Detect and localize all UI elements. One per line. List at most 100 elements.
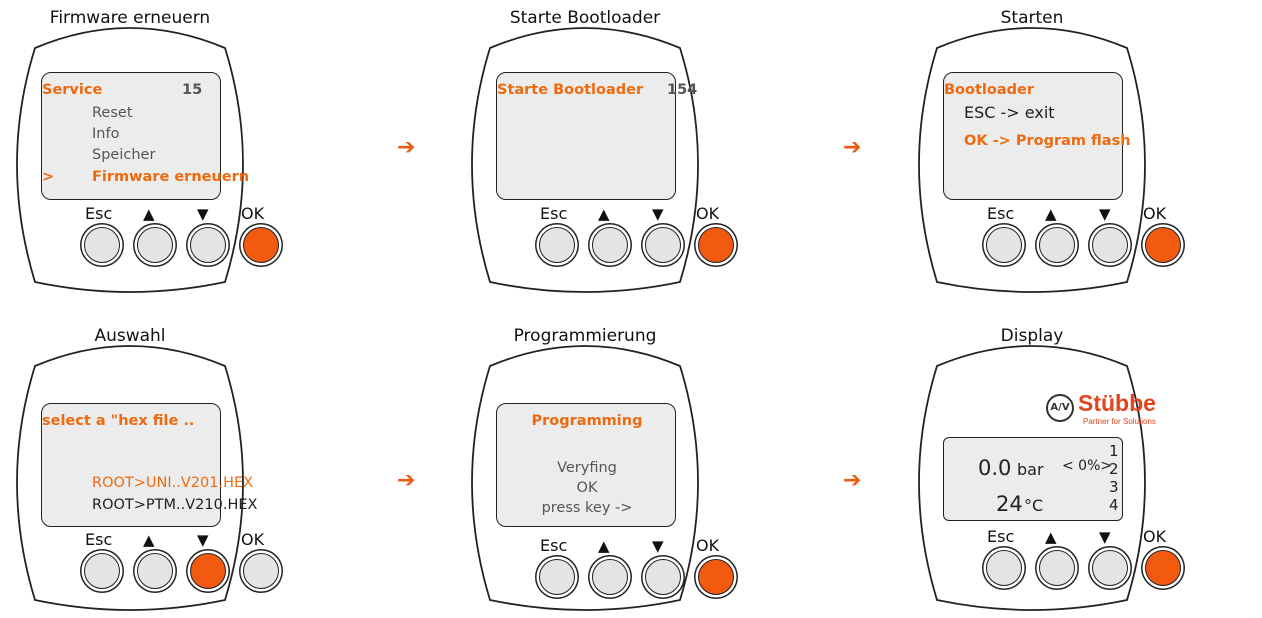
panel-programmierung: Programmierung Programming Veryfing OK p… [460, 318, 734, 611]
panel-title: Starte Bootloader [509, 8, 661, 28]
screen-code: 154 [667, 82, 698, 98]
ok-button[interactable] [698, 227, 734, 263]
up-button[interactable] [592, 559, 628, 595]
esc-button[interactable] [986, 550, 1022, 586]
flow-arrow: ➔ [843, 135, 862, 160]
esc-label: Esc [85, 530, 113, 549]
down-label: ▼ [1099, 528, 1111, 546]
ok-label: OK [241, 530, 265, 549]
device-screen: Programming Veryfing OK press key -> [496, 403, 676, 527]
down-button[interactable] [190, 227, 226, 263]
menu-item-reset: Reset [92, 105, 133, 121]
down-button[interactable] [190, 553, 226, 589]
esc-button[interactable] [84, 553, 120, 589]
device-screen: select a "hex file .. ROOT>UNI..V201.HEX… [41, 403, 257, 527]
screen-line-ok: OK [576, 480, 598, 496]
up-label: ▲ [598, 537, 610, 555]
esc-label: Esc [85, 204, 113, 223]
screen-line-exit: ESC -> exit [964, 103, 1055, 122]
panel-display: Display A/V Stübbe Partner for Solutions… [907, 318, 1181, 611]
flow-arrow: ➔ [397, 135, 416, 160]
ok-button[interactable] [698, 559, 734, 595]
brand-name: Stübbe [1078, 390, 1156, 416]
esc-button[interactable] [539, 227, 575, 263]
file-option-selected: ROOT>UNI..V201.HEX [92, 475, 254, 491]
up-label: ▲ [1045, 528, 1057, 546]
esc-button[interactable] [539, 559, 575, 595]
esc-label: Esc [540, 204, 568, 223]
down-label: ▼ [197, 205, 209, 223]
panel-title: Programmierung [513, 326, 657, 346]
screen-header: Service [42, 82, 103, 98]
panel-title: Starten [1000, 8, 1064, 28]
screen-code: 15 [182, 82, 203, 98]
up-button[interactable] [592, 227, 628, 263]
down-button[interactable] [645, 559, 681, 595]
panel-starte-bootloader: Starte Bootloader Starte Bootloader 154 … [460, 0, 734, 293]
flow-arrow: ➔ [397, 468, 416, 493]
ok-button[interactable] [1145, 550, 1181, 586]
up-label: ▲ [143, 205, 155, 223]
screen-line-program-flash: OK -> Program flash [964, 133, 1131, 149]
file-option: ROOT>PTM..V210.HEX [92, 497, 258, 513]
screen-header: Starte Bootloader [497, 82, 644, 98]
ok-label: OK [1143, 204, 1167, 223]
down-button[interactable] [1092, 227, 1128, 263]
ok-button[interactable] [243, 227, 279, 263]
panel-title: Display [1000, 326, 1064, 346]
screen-line-verifying: Veryfing [557, 460, 617, 476]
menu-cursor: > [42, 169, 55, 185]
ok-label: OK [241, 204, 265, 223]
screen-header: Bootloader [944, 82, 1034, 98]
percent-value: < 0%> [1062, 458, 1113, 474]
ok-label: OK [696, 536, 720, 555]
pressure-unit: bar [1017, 460, 1044, 479]
ok-label: OK [1143, 527, 1167, 546]
menu-item-firmware-erneuern: Firmware erneuern [92, 169, 250, 185]
channel-number: 4 [1109, 496, 1119, 514]
menu-item-info: Info [92, 126, 120, 142]
channel-number: 2 [1109, 460, 1119, 478]
up-label: ▲ [598, 205, 610, 223]
down-label: ▼ [197, 531, 209, 549]
up-button[interactable] [1039, 550, 1075, 586]
device-screen: Bootloader ESC -> exit OK -> Program fla… [943, 72, 1131, 200]
up-button[interactable] [137, 227, 173, 263]
down-label: ▼ [1099, 205, 1111, 223]
down-label: ▼ [652, 205, 664, 223]
esc-label: Esc [987, 527, 1015, 546]
panel-auswahl: Auswahl select a "hex file .. ROOT>UNI..… [5, 318, 279, 611]
channel-number: 3 [1109, 478, 1119, 496]
menu-item-speicher: Speicher [92, 147, 156, 163]
brand-tagline: Partner for Solutions [1083, 417, 1156, 426]
esc-label: Esc [987, 204, 1015, 223]
flow-arrow: ➔ [843, 468, 862, 493]
up-label: ▲ [1045, 205, 1057, 223]
device-screen: Service 15 Reset Info Speicher > Firmwar… [41, 72, 249, 200]
up-label: ▲ [143, 531, 155, 549]
down-button[interactable] [1092, 550, 1128, 586]
screen-line-press-key: press key -> [541, 500, 633, 516]
esc-button[interactable] [986, 227, 1022, 263]
panel-title: Firmware erneuern [49, 8, 211, 28]
screen-header: Programming [531, 413, 643, 429]
up-button[interactable] [137, 553, 173, 589]
brand-logo-icon: A/V [1046, 394, 1074, 422]
ok-button[interactable] [1145, 227, 1181, 263]
temperature-value: 24 [996, 492, 1023, 516]
panel-firmware-erneuern: Firmware erneuern Service 15 Reset Info … [5, 0, 279, 293]
down-button[interactable] [645, 227, 681, 263]
temperature-unit: °C [1024, 496, 1044, 515]
ok-label: OK [696, 204, 720, 223]
device-screen: Starte Bootloader 154 [496, 72, 697, 200]
esc-button[interactable] [84, 227, 120, 263]
screen-header: select a "hex file .. [42, 413, 195, 429]
panel-title: Auswahl [94, 326, 166, 346]
esc-label: Esc [540, 536, 568, 555]
ok-button[interactable] [243, 553, 279, 589]
up-button[interactable] [1039, 227, 1075, 263]
device-screen: 0.0 bar < 0%> 24 °C 1 2 3 4 [943, 437, 1123, 521]
pressure-value: 0.0 [978, 456, 1012, 480]
panel-starten: Starten Bootloader ESC -> exit OK -> Pro… [907, 0, 1181, 293]
channel-number: 1 [1109, 442, 1119, 460]
